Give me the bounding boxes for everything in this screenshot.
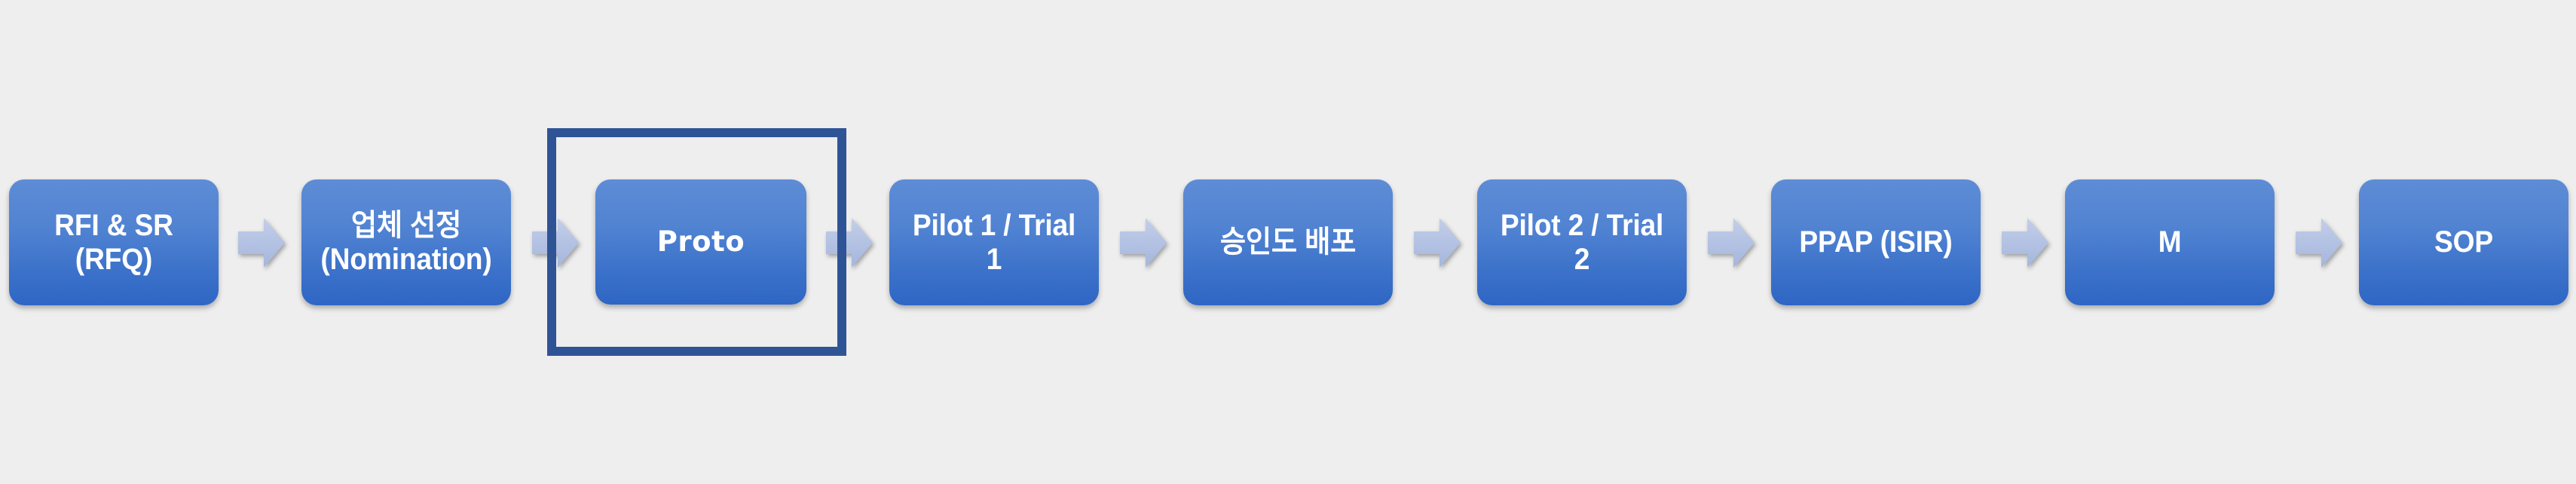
- flow-arrow-icon: [826, 218, 873, 268]
- process-step-m[interactable]: M: [2065, 179, 2275, 305]
- flow-arrow-icon: [2296, 218, 2342, 268]
- process-step-label: 승인도 배포: [1219, 225, 1357, 259]
- process-step-approval-drawing[interactable]: 승인도 배포: [1183, 179, 1393, 305]
- process-step-label: PPAP (ISIR): [1799, 225, 1953, 259]
- flow-arrow-icon: [2002, 218, 2048, 268]
- process-step-pilot-2-trial-2[interactable]: Pilot 2 / Trial 2: [1477, 179, 1687, 305]
- process-step-label: SOP: [2434, 225, 2494, 259]
- process-step-proto[interactable]: Proto: [595, 179, 806, 305]
- process-step-label: Proto: [656, 225, 745, 259]
- process-step-pilot-1-trial-1[interactable]: Pilot 1 / Trial 1: [889, 179, 1099, 305]
- flow-arrow-icon: [238, 218, 285, 268]
- process-step-nomination[interactable]: 업체 선정 (Nomination): [301, 179, 511, 305]
- flow-arrow-icon: [1414, 218, 1461, 268]
- process-step-ppap-isir[interactable]: PPAP (ISIR): [1771, 179, 1981, 305]
- flow-arrow-icon: [532, 218, 579, 268]
- process-step-label: Pilot 1 / Trial 1: [912, 208, 1076, 276]
- flow-arrow-icon: [1120, 218, 1167, 268]
- process-step-label: RFI & SR (RFQ): [54, 208, 173, 276]
- process-step-label: M: [2158, 225, 2182, 259]
- process-step-rfi-sr-rfq[interactable]: RFI & SR (RFQ): [9, 179, 219, 305]
- flow-arrow-icon: [1708, 218, 1755, 268]
- process-step-label: 업체 선정 (Nomination): [320, 208, 492, 276]
- process-step-label: Pilot 2 / Trial 2: [1500, 208, 1664, 276]
- process-step-sop[interactable]: SOP: [2359, 179, 2568, 305]
